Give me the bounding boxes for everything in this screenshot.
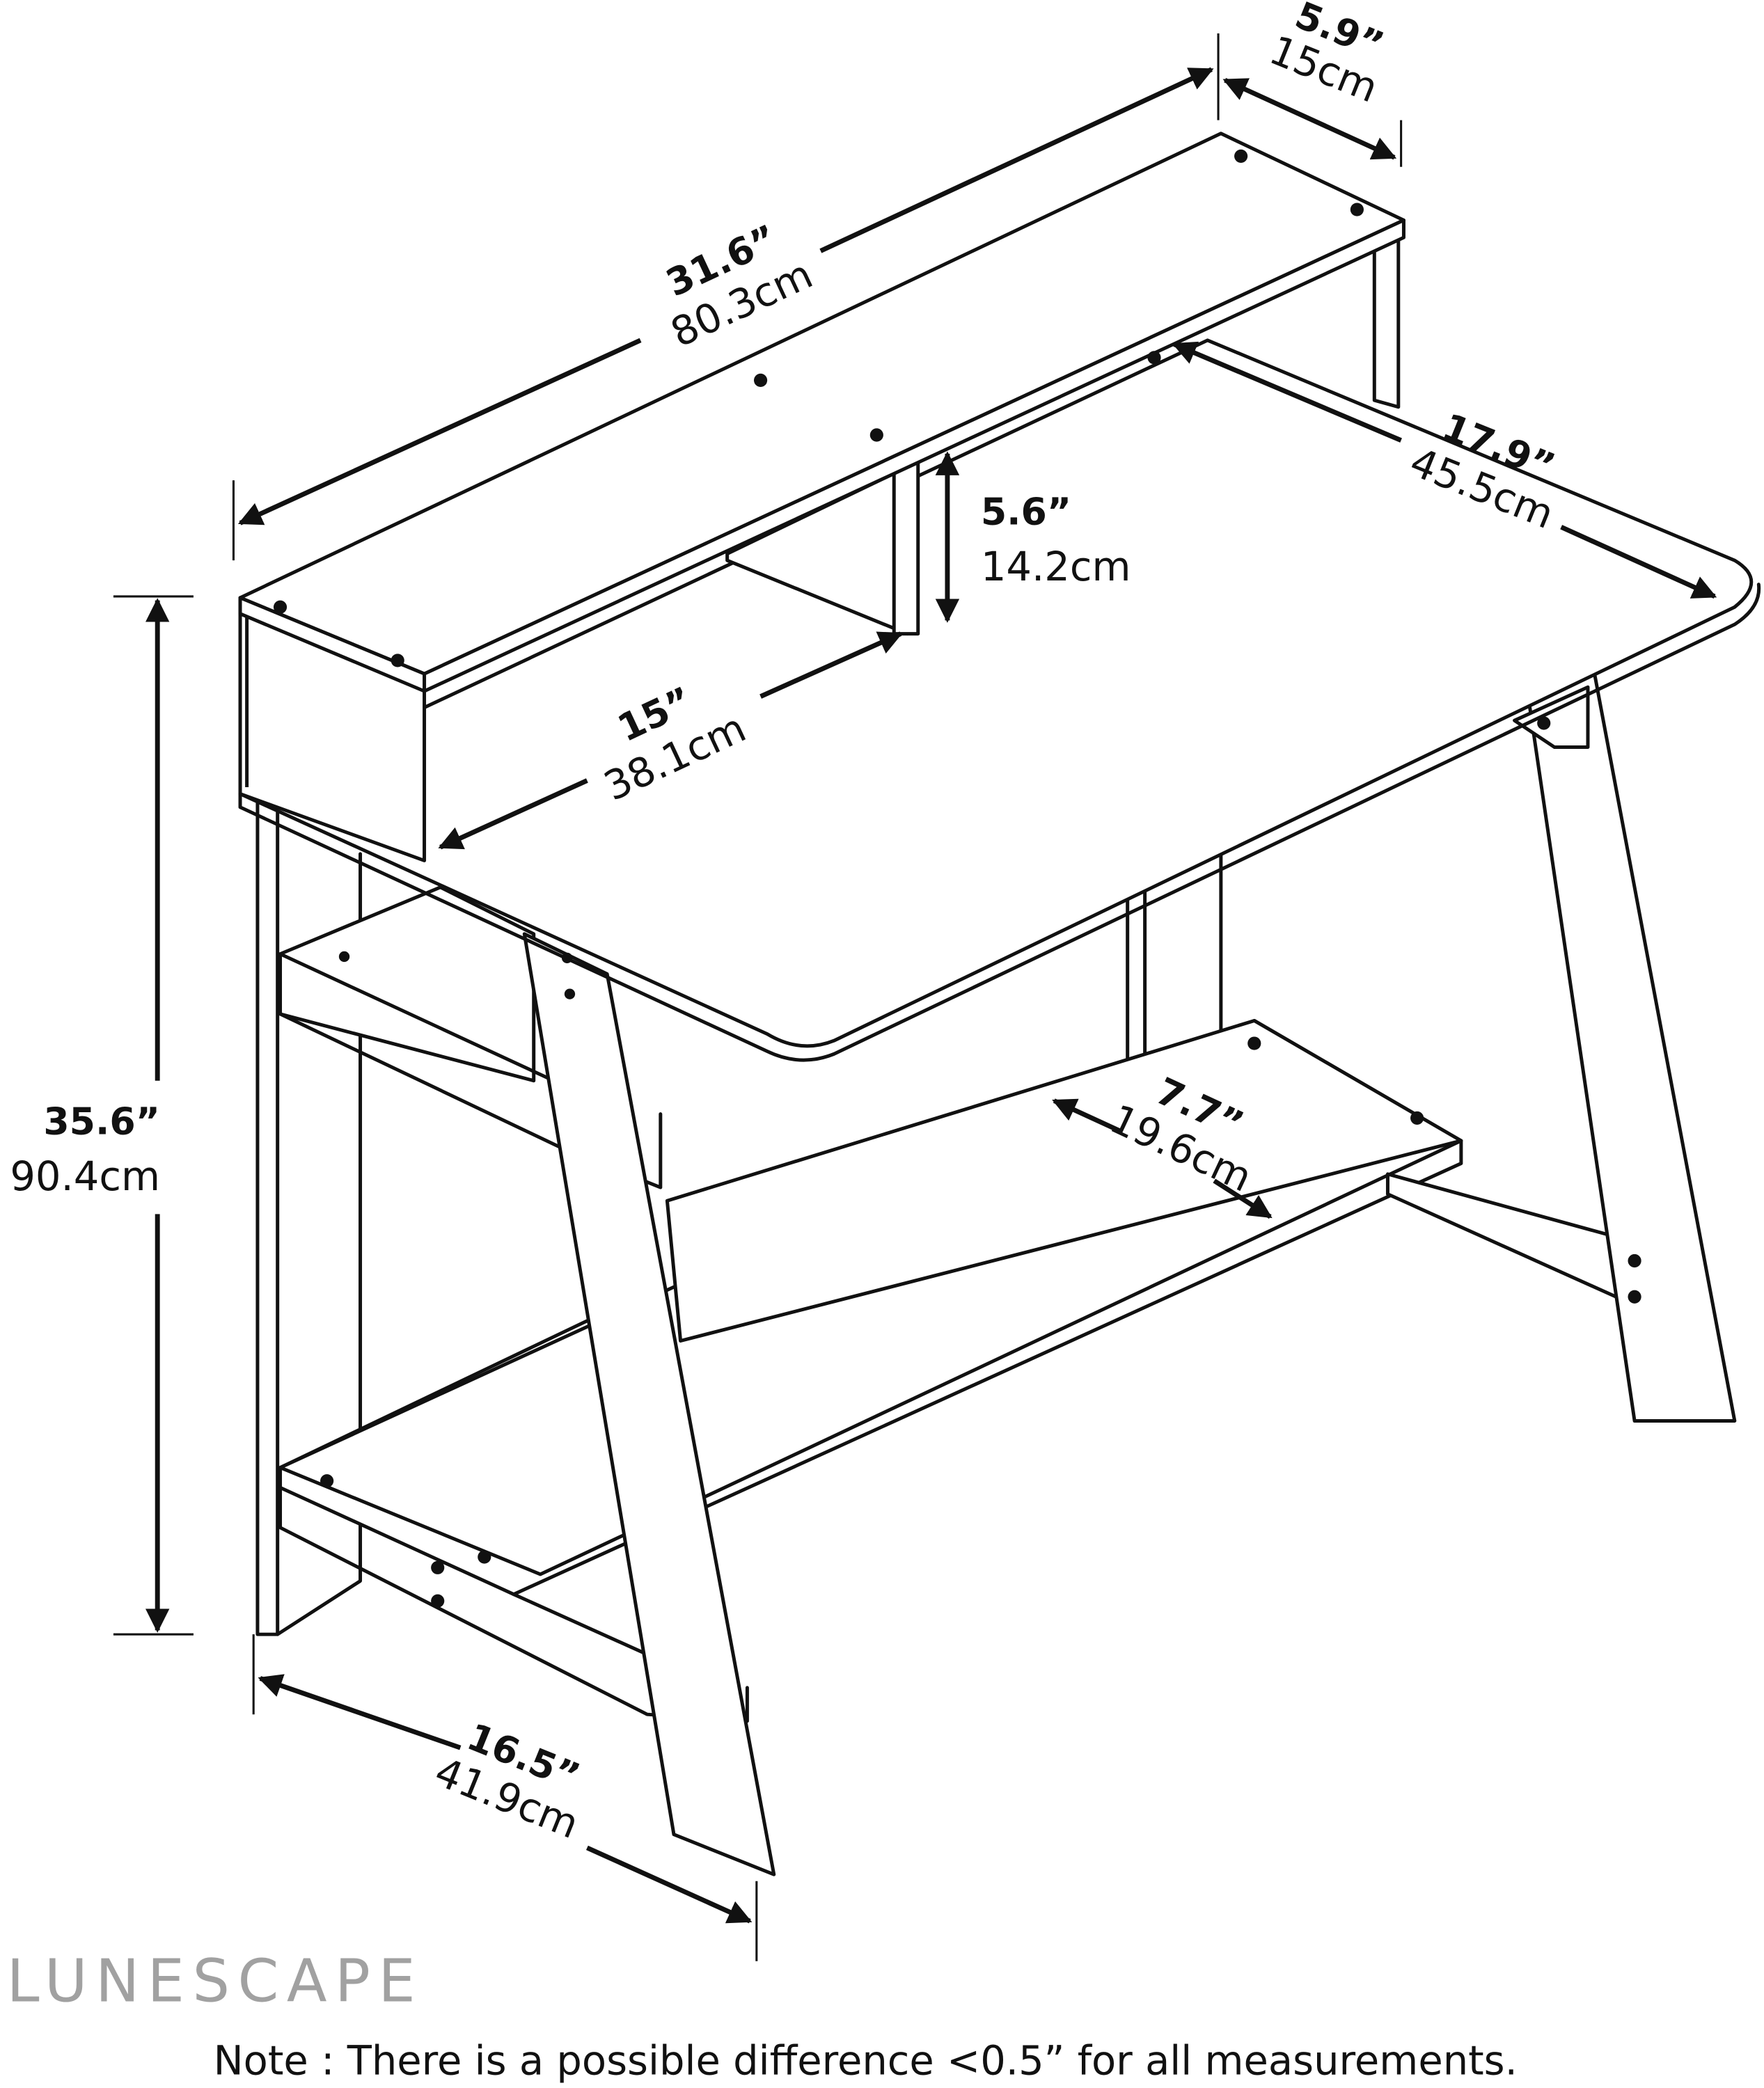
hutch-height-inches: 5.6”	[981, 489, 1071, 533]
total-height-cm: 90.4cm	[10, 1153, 160, 1200]
hutch-divider	[892, 458, 920, 636]
middle-shelf	[665, 1018, 1463, 1343]
total-height-inches: 35.6”	[43, 1099, 160, 1143]
desktop	[238, 338, 1754, 1048]
dimension-lines	[113, 33, 1717, 1961]
measurement-note: Note : There is a possible difference <0…	[214, 2038, 1518, 2085]
right-leg	[1526, 672, 1737, 1423]
front-left-leg	[522, 932, 776, 1876]
hutch-height-cm: 14.2cm	[981, 544, 1131, 590]
hutch-right-side	[1372, 235, 1401, 409]
back-left-leg	[255, 798, 280, 1636]
watermark-logo: LUNESCAPE	[7, 1947, 424, 2015]
desk-drawing	[238, 132, 1761, 1876]
upper-side-rail	[278, 885, 536, 1083]
